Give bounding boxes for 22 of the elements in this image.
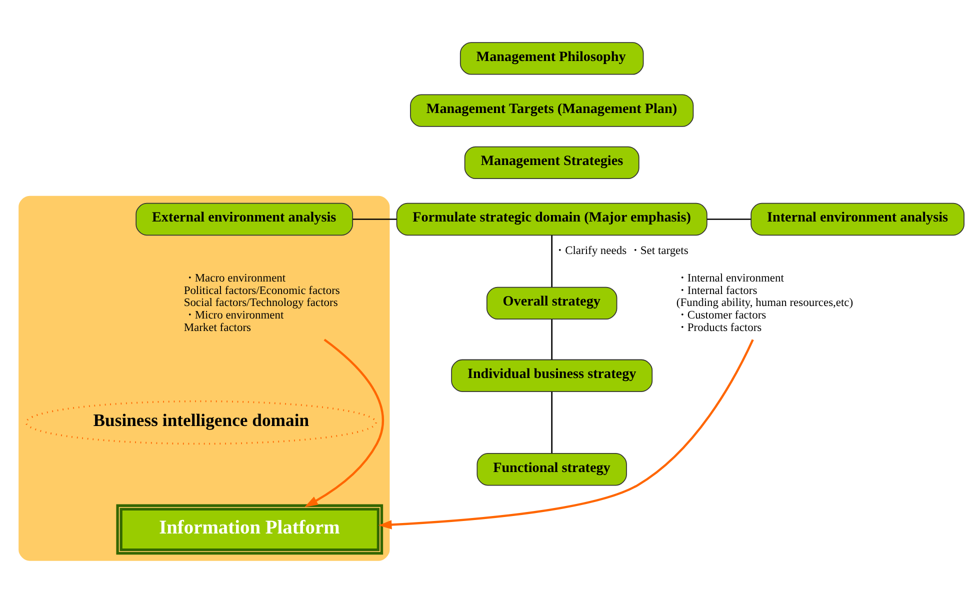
connector <box>707 218 751 220</box>
node-ellipse: Business intelligence domain <box>25 400 377 444</box>
node-text: ・Macro environment Political factors/Economic factors Social factors/Technology factors ・Micro environment Market factors <box>184 272 340 334</box>
node-box: Information Platform <box>116 504 384 554</box>
connector <box>352 218 397 220</box>
node-text: ・Internal environment ・Internal factors (Funding ability, human resources,etc) ・Customer factors ・Products factors <box>676 272 854 334</box>
node-box: Management Philosophy <box>460 42 644 74</box>
node-box: Management Targets (Management Plan) <box>410 94 694 126</box>
node-box: Functional strategy <box>476 452 627 486</box>
connector <box>551 391 552 453</box>
node-box: Individual business strategy <box>451 358 653 392</box>
node-box: Management Strategies <box>464 146 640 179</box>
edge-label: ・Clarify needs ・Set targets <box>554 244 688 257</box>
arrow <box>304 338 384 507</box>
cluster <box>18 195 390 560</box>
arrow <box>378 338 754 529</box>
node-box: Formulate strategic domain (Major emphasis) <box>396 202 708 236</box>
node-box: Overall strategy <box>486 286 618 320</box>
connector <box>551 234 552 287</box>
node-box: Internal environment analysis <box>750 202 964 236</box>
node-box: External environment analysis <box>136 202 354 236</box>
connector <box>551 318 552 360</box>
